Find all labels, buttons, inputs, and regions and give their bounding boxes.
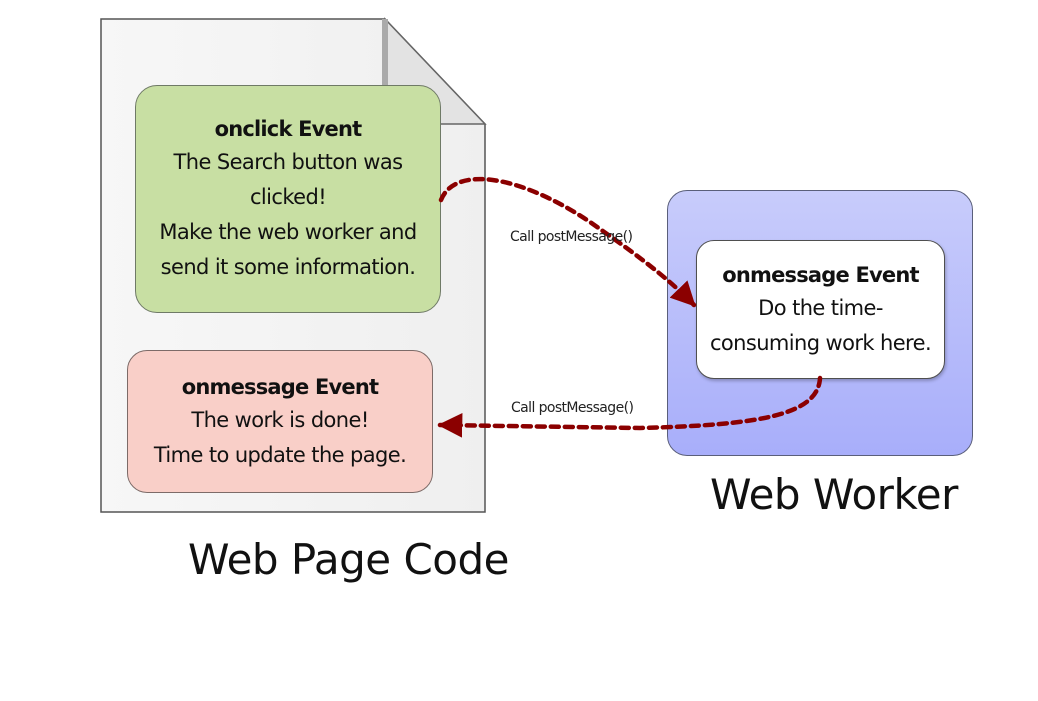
arrow-label-post-message: Call postMessage() xyxy=(511,400,634,416)
worker-onmessage-event-box: onmessage Event Do the time- consuming w… xyxy=(696,240,945,379)
page-onmessage-line: The work is done! xyxy=(191,407,369,432)
worker-onmessage-line: Do the time- xyxy=(758,295,883,320)
onclick-event-line: Make the web worker and xyxy=(159,220,417,244)
onclick-event-title: onclick Event xyxy=(214,117,363,141)
onclick-event-line: The Search button was xyxy=(173,150,403,174)
web-page-code-caption: Web Page Code xyxy=(188,535,509,584)
worker-onmessage-line: consuming work here. xyxy=(709,330,932,355)
page-onmessage-title: onmessage Event xyxy=(181,374,379,399)
page-onmessage-line: Time to update the page. xyxy=(153,442,407,467)
web-worker-caption: Web Worker xyxy=(710,470,958,519)
onclick-event-box: onclick Event The Search button was clic… xyxy=(135,85,441,313)
arrow-label-post-message: Call postMessage() xyxy=(510,229,633,245)
page-onmessage-event-box: onmessage Event The work is done! Time t… xyxy=(127,350,433,493)
worker-onmessage-title: onmessage Event xyxy=(722,262,919,287)
onclick-event-line: clicked! xyxy=(249,185,327,209)
onclick-event-line: send it some information. xyxy=(160,255,416,279)
